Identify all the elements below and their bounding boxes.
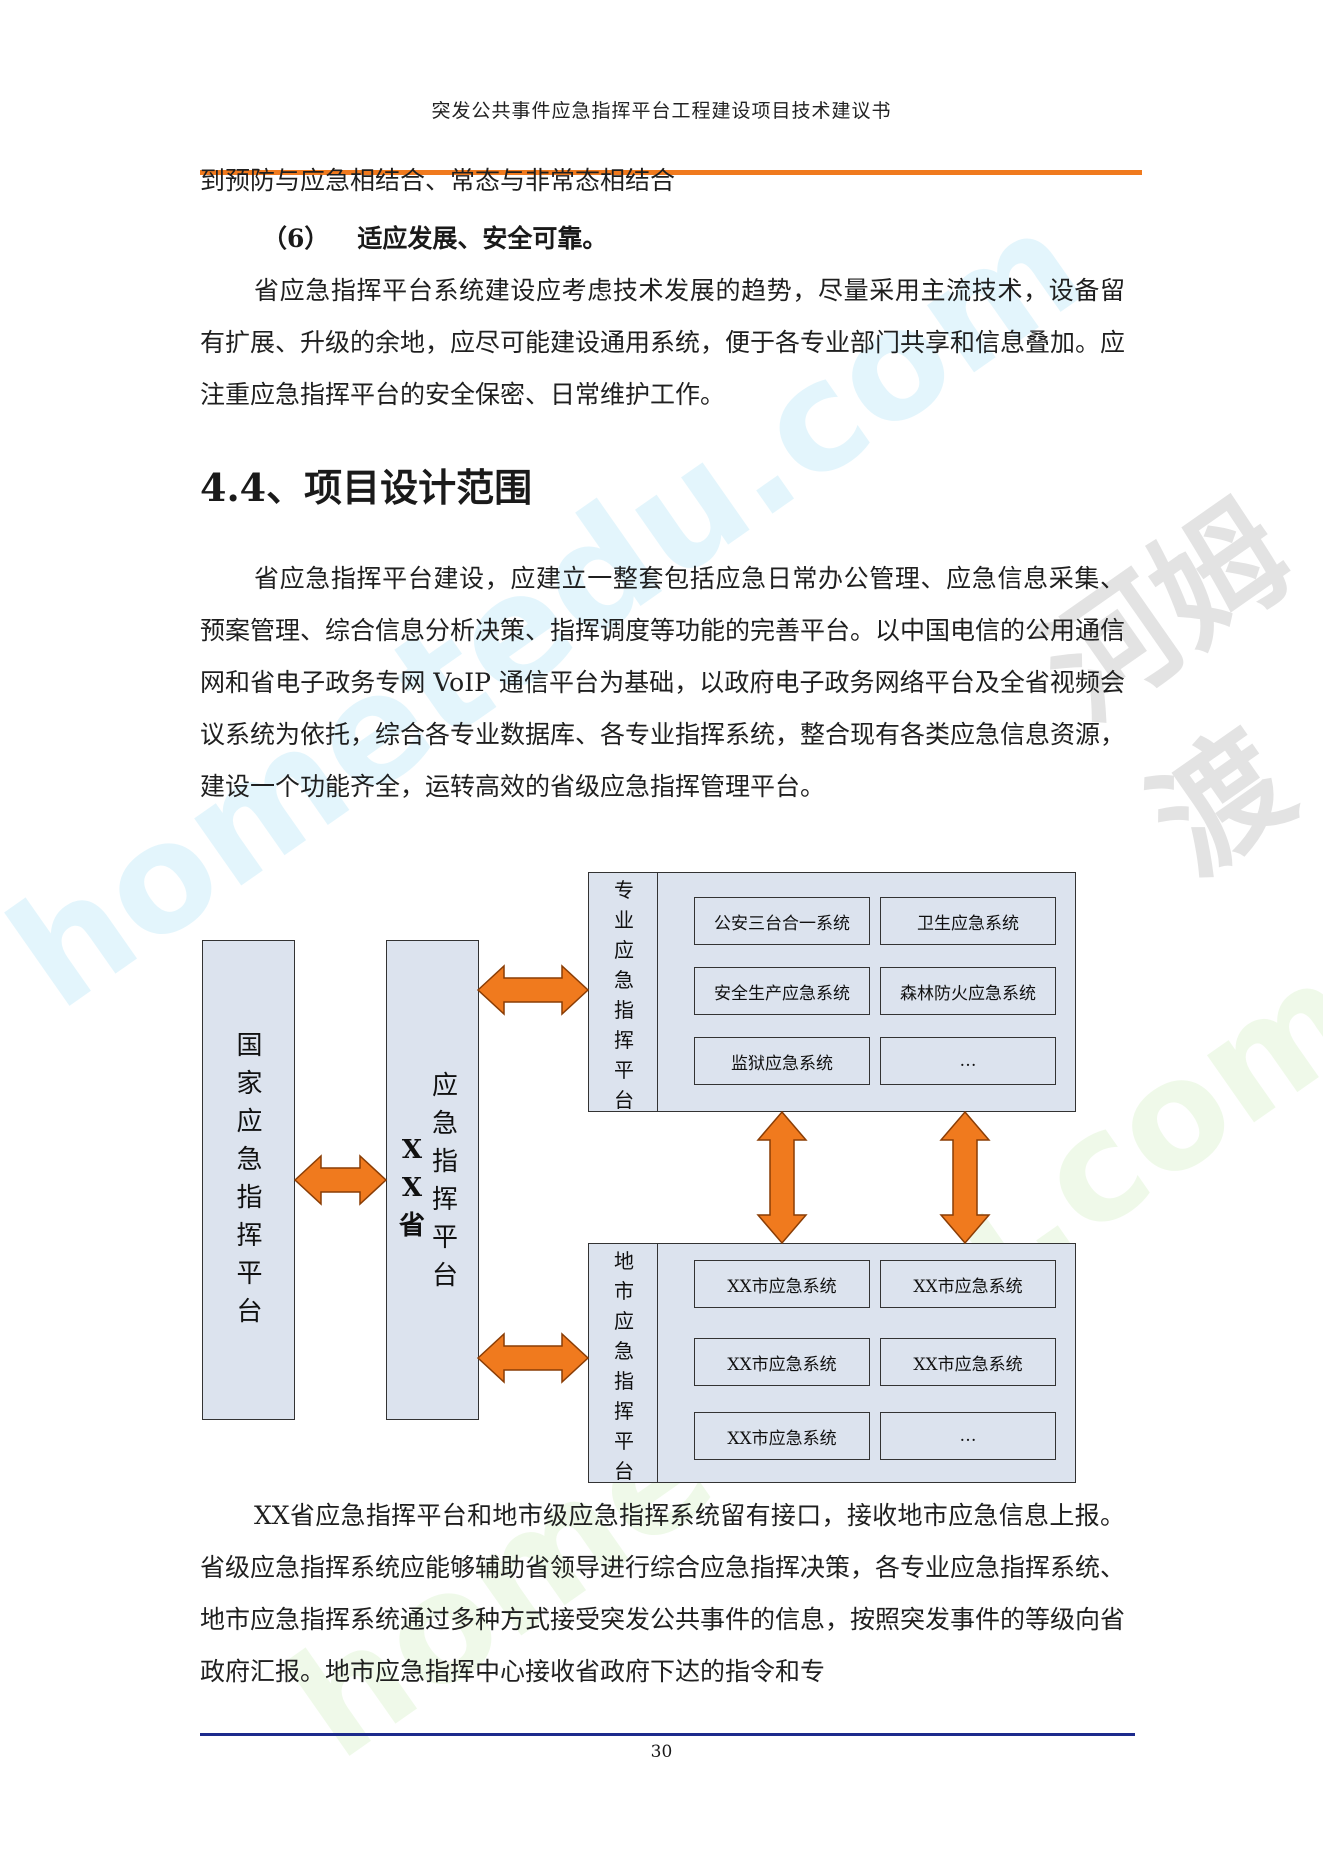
- label-char: 挥: [236, 1221, 263, 1251]
- label-char: 指: [614, 1369, 634, 1393]
- label-char: 台: [614, 1459, 634, 1483]
- label-char: 平: [614, 1429, 634, 1453]
- subheading-text: 适应发展、安全可靠。: [357, 224, 608, 253]
- document-header-title: 突发公共事件应急指挥平台工程建设项目技术建议书: [431, 100, 892, 122]
- specialized-platform-label-box: 专业应急指挥平台: [588, 872, 658, 1112]
- label-char: X: [401, 1135, 423, 1165]
- paragraph: 省应急指挥平台建设，应建立一整套包括应急日常办公管理、应急信息采集、预案管理、综…: [200, 564, 1126, 801]
- system-box: …: [880, 1037, 1056, 1085]
- system-box: XX市应急系统: [694, 1338, 870, 1386]
- label-char: 台: [236, 1297, 263, 1327]
- system-box: 森林防火应急系统: [880, 967, 1056, 1015]
- city-platform-label: 地市应急指挥平台: [589, 1246, 659, 1486]
- header-rule: [200, 170, 1142, 175]
- province-platform-label: 应急指挥平台: [425, 1067, 465, 1295]
- arrow-specialized-city-right: [939, 1110, 991, 1245]
- subheading-number: （6）: [262, 224, 330, 253]
- system-box: XX市应急系统: [694, 1260, 870, 1308]
- paragraph: 省应急指挥平台系统建设应考虑技术发展的趋势，尽量采用主流技术，设备留有扩展、升级…: [200, 276, 1126, 409]
- label-char: 急: [614, 968, 634, 992]
- label-char: 急: [614, 1339, 634, 1363]
- paragraph: XX省应急指挥平台和地市级应急指挥系统留有接口，接收地市应急信息上报。省级应急指…: [200, 1501, 1126, 1686]
- label-char: 台: [431, 1261, 458, 1291]
- label-char: 平: [431, 1223, 458, 1253]
- label-char: 台: [614, 1088, 634, 1112]
- label-char: 挥: [431, 1185, 458, 1215]
- arrow-specialized-city-left: [756, 1110, 808, 1245]
- label-char: 专: [614, 878, 634, 902]
- national-platform-label: 国家应急指挥平台: [203, 1027, 296, 1331]
- label-char: 应: [431, 1071, 458, 1101]
- system-box: 卫生应急系统: [880, 897, 1056, 945]
- label-char: 市: [614, 1279, 634, 1303]
- label-char: 业: [614, 908, 634, 932]
- arrow-national-province: [293, 1154, 388, 1206]
- arrow-province-city: [476, 1332, 590, 1384]
- label-char: 省: [398, 1211, 425, 1241]
- specialized-platform-box: 专业应急指挥平台 公安三台合一系统 卫生应急系统 安全生产应急系统 森林防火应急…: [588, 872, 1076, 1112]
- system-box: XX市应急系统: [694, 1412, 870, 1460]
- city-platform-box: 地市应急指挥平台 XX市应急系统 XX市应急系统 XX市应急系统 XX市应急系统…: [588, 1243, 1076, 1483]
- label-char: 急: [236, 1145, 263, 1175]
- footer-rule: [200, 1733, 1135, 1736]
- system-box: …: [880, 1412, 1056, 1460]
- arrow-province-specialized: [476, 964, 590, 1016]
- national-platform-box: 国家应急指挥平台: [202, 940, 295, 1420]
- subheading: （6） 适应发展、安全可靠。: [262, 218, 607, 260]
- label-char: 挥: [614, 1399, 634, 1423]
- label-char: 平: [236, 1259, 263, 1289]
- section-title: 4.4、项目设计范围: [200, 465, 533, 510]
- label-char: 家: [236, 1069, 263, 1099]
- label-char: 急: [431, 1109, 458, 1139]
- system-box: XX市应急系统: [880, 1338, 1056, 1386]
- label-char: 指: [614, 998, 634, 1022]
- system-box: 安全生产应急系统: [694, 967, 870, 1015]
- label-char: 应: [236, 1107, 263, 1137]
- specialized-platform-label: 专业应急指挥平台: [589, 875, 659, 1115]
- label-char: 地: [614, 1249, 634, 1273]
- label-char: X: [401, 1173, 423, 1203]
- system-box: 监狱应急系统: [694, 1037, 870, 1085]
- label-char: 应: [614, 1309, 634, 1333]
- label-char: 国: [236, 1031, 263, 1061]
- label-char: 应: [614, 938, 634, 962]
- label-char: 平: [614, 1058, 634, 1082]
- paragraph-continuation: 到预防与应急相结合、常态与非常态相结合: [200, 166, 676, 195]
- label-char: 指: [236, 1183, 263, 1213]
- system-box: XX市应急系统: [880, 1260, 1056, 1308]
- label-char: 指: [431, 1147, 458, 1177]
- city-platform-label-box: 地市应急指挥平台: [588, 1243, 658, 1483]
- label-char: 挥: [614, 1028, 634, 1052]
- page-number: 30: [650, 1742, 673, 1762]
- system-box: 公安三台合一系统: [694, 897, 870, 945]
